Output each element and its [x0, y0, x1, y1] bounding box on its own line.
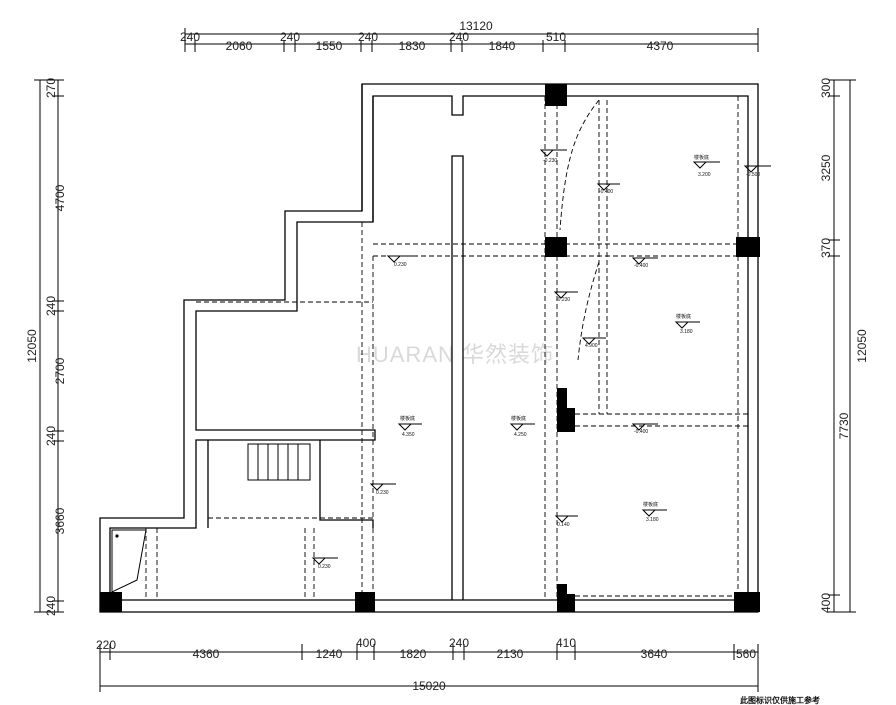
left-dim-7: 240 — [44, 596, 58, 616]
level-mark: -0.500 — [743, 165, 771, 178]
svg-text:4.900: 4.900 — [585, 343, 598, 349]
column-block — [355, 592, 375, 612]
column-block — [734, 592, 760, 612]
svg-text:4.250: 4.250 — [514, 432, 527, 438]
top-dim-9: 510 — [546, 30, 566, 44]
svg-text:0.140: 0.140 — [557, 522, 570, 528]
svg-text:-0.400: -0.400 — [634, 263, 648, 269]
bottom-total-dim: 15020 — [412, 679, 446, 693]
left-dim-6: 3660 — [53, 507, 67, 534]
svg-text:4.350: 4.350 — [402, 432, 415, 438]
left-dim-5: 240 — [44, 426, 58, 446]
svg-text:-0.400: -0.400 — [634, 429, 648, 435]
level-mark: 0.140 — [554, 515, 578, 528]
staircase — [247, 443, 311, 481]
left-total-dim: 12050 — [25, 329, 39, 363]
svg-text:楼板底: 楼板底 — [694, 154, 709, 161]
column-block — [557, 388, 567, 420]
svg-text:0.230: 0.230 — [394, 262, 407, 268]
left-dim-2: 4700 — [53, 184, 67, 211]
bottom-dim-1: 220 — [96, 638, 116, 652]
ceiling-tag: 楼板底 3.180 — [641, 501, 667, 523]
column-block — [557, 594, 575, 612]
footnote-text: 此图标识仅供施工参考 — [740, 695, 820, 705]
level-mark: -0.230 — [539, 149, 567, 164]
top-dim-10: 4370 — [647, 39, 674, 53]
ceiling-tag: 楼板底 3.180 — [674, 313, 700, 335]
bottom-dim-9: 3640 — [641, 647, 668, 661]
column-block — [557, 408, 575, 432]
top-dim-2: 2060 — [226, 39, 253, 53]
top-dim-1: 240 — [180, 30, 200, 44]
right-dim-3: 370 — [819, 238, 833, 258]
right-dim-5: 400 — [819, 593, 833, 613]
ceiling-height-tags: 楼板底 3.200 楼板底 3.180 楼板底 4.350 楼板底 4.250 … — [397, 154, 720, 523]
level-mark: 0.230 — [311, 557, 338, 570]
ceiling-tag: 楼板底 3.200 — [692, 154, 720, 178]
bottom-dim-10: 560 — [736, 647, 756, 661]
svg-text:楼板底: 楼板底 — [511, 415, 526, 422]
level-mark: 4.900 — [581, 337, 606, 349]
level-mark: -0.400 — [631, 423, 658, 435]
left-dimension-chain: 12050 270 4700 240 2700 240 3660 240 — [25, 78, 67, 616]
door-swing — [111, 529, 147, 593]
structural-columns — [100, 84, 760, 612]
column-block — [545, 84, 567, 106]
svg-text:0.230: 0.230 — [376, 490, 389, 496]
top-dim-8: 1840 — [489, 39, 516, 53]
level-mark: -0.230 — [553, 291, 578, 303]
top-dim-3: 240 — [280, 30, 300, 44]
bottom-dim-4: 400 — [356, 636, 376, 650]
svg-text:3.200: 3.200 — [698, 172, 711, 178]
bottom-dimension-chain: 220 4360 1240 400 1820 240 2130 410 3640… — [96, 636, 759, 693]
svg-text:-0.500: -0.500 — [746, 172, 760, 178]
svg-text:-0.230: -0.230 — [556, 297, 570, 303]
column-block — [736, 237, 760, 257]
svg-text:-0.400: -0.400 — [599, 189, 613, 195]
svg-text:楼板底: 楼板底 — [643, 501, 658, 508]
right-dim-1: 300 — [819, 78, 833, 98]
top-dimension-chain: 13120 240 2060 240 1550 240 1830 240 184… — [180, 19, 759, 53]
right-dim-4: 7730 — [837, 412, 851, 439]
top-dim-4: 1550 — [316, 39, 343, 53]
svg-text:0.230: 0.230 — [318, 564, 331, 570]
level-mark: 0.230 — [369, 483, 396, 496]
bottom-dim-6: 240 — [449, 636, 469, 650]
watermark-text: HUARAN 华然装饰 — [356, 342, 554, 367]
right-dimension-chain: 12050 300 3250 370 7730 400 — [819, 78, 869, 613]
level-mark: 0.230 — [386, 255, 414, 268]
svg-text:3.180: 3.180 — [680, 329, 693, 335]
top-dim-5: 240 — [358, 30, 378, 44]
bottom-dim-8: 410 — [556, 636, 576, 650]
svg-text:楼板底: 楼板底 — [676, 313, 691, 320]
left-dim-3: 240 — [44, 296, 58, 316]
svg-text:楼板底: 楼板底 — [400, 415, 415, 422]
top-dim-7: 240 — [449, 30, 469, 44]
right-total-dim: 12050 — [855, 329, 869, 363]
right-dim-2: 3250 — [819, 154, 833, 181]
bottom-dim-3: 1240 — [316, 647, 343, 661]
level-marks: -0.230 -0.400 -0.500 0.230 -0.230 4.900 … — [311, 149, 771, 570]
left-dim-4: 2700 — [53, 357, 67, 384]
bottom-dim-5: 1820 — [400, 647, 427, 661]
left-dim-1: 270 — [44, 78, 58, 98]
level-mark: -0.400 — [631, 257, 658, 269]
top-dim-6: 1830 — [399, 39, 426, 53]
ceiling-tag: 楼板底 4.250 — [509, 415, 535, 438]
column-block — [100, 592, 122, 612]
bottom-dim-7: 2130 — [497, 647, 524, 661]
bottom-dim-2: 4360 — [193, 647, 220, 661]
column-block — [545, 237, 567, 257]
ceiling-tag: 楼板底 4.350 — [397, 415, 422, 438]
svg-text:-0.230: -0.230 — [543, 158, 557, 164]
top-total-dim: 13120 — [459, 19, 493, 33]
level-mark: -0.400 — [596, 183, 620, 195]
svg-text:3.180: 3.180 — [646, 517, 659, 523]
